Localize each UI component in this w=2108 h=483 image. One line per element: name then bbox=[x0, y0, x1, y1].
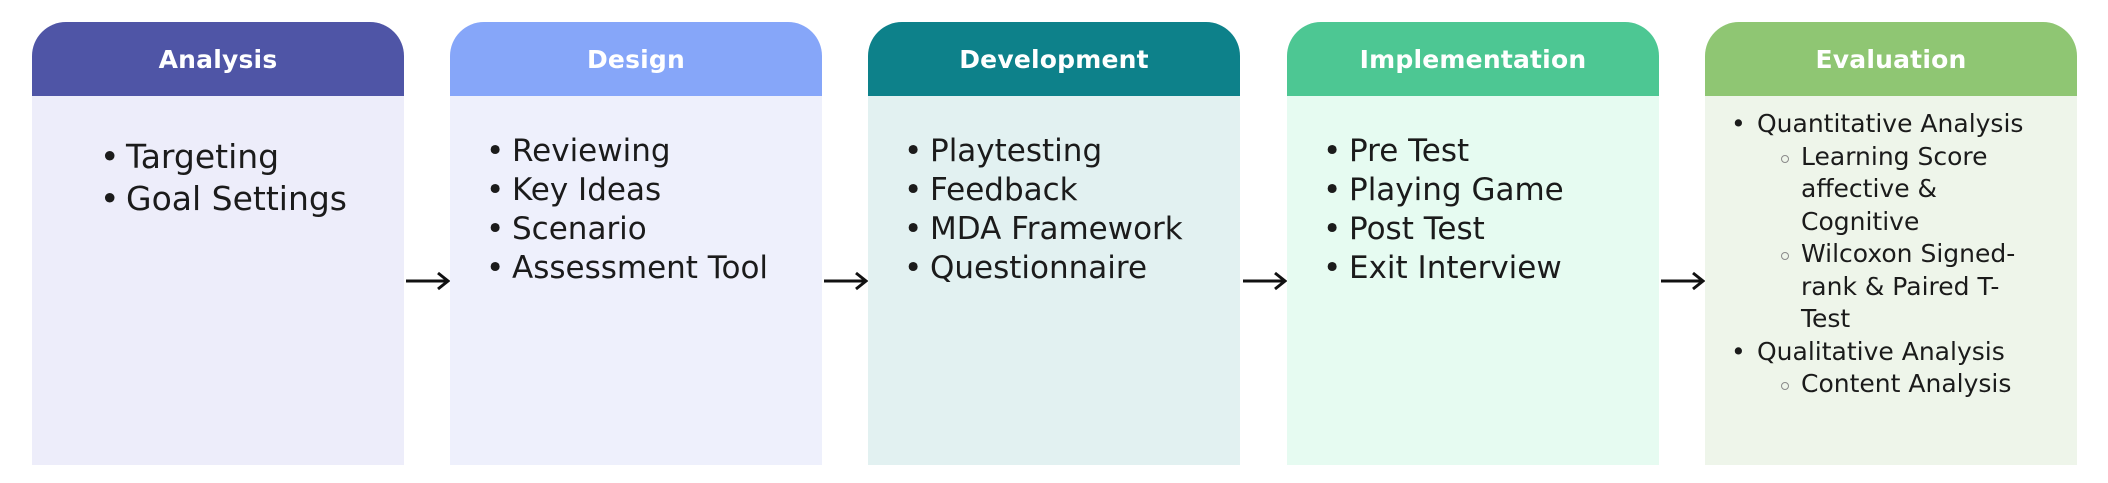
phase-item: Playing Game bbox=[1323, 171, 1659, 210]
phase-card-development: Development Playtesting Feedback MDA Fra… bbox=[868, 22, 1240, 465]
phase-item-label: Goal Settings bbox=[126, 179, 347, 218]
phase-item: Questionnaire bbox=[904, 249, 1240, 288]
phase-header: Development bbox=[868, 22, 1240, 96]
phase-item: Targeting bbox=[100, 136, 404, 178]
phase-item-label: Post Test bbox=[1349, 211, 1485, 247]
phase-item-list: Pre Test Playing Game Post Test Exit Int… bbox=[1287, 96, 1659, 288]
phase-body: Quantitative Analysis Learning Score aff… bbox=[1705, 96, 2077, 465]
phase-title: Development bbox=[959, 44, 1149, 74]
phase-header: Implementation bbox=[1287, 22, 1659, 96]
phase-item: Playtesting bbox=[904, 132, 1240, 171]
phase-item: Assessment Tool bbox=[486, 249, 822, 288]
phase-subitem-label: Wilcoxon Signed-rank & Paired T-Test bbox=[1801, 239, 2016, 333]
phase-item-label: Questionnaire bbox=[930, 250, 1148, 286]
phase-title: Implementation bbox=[1359, 44, 1587, 74]
phase-subitem-list: Content Analysis bbox=[1757, 368, 2051, 401]
phase-item-label: Playtesting bbox=[930, 133, 1103, 169]
phase-item: Key Ideas bbox=[486, 171, 822, 210]
phase-item-label: Exit Interview bbox=[1349, 250, 1562, 286]
phase-item-label: MDA Framework bbox=[930, 211, 1183, 247]
phase-body: Targeting Goal Settings bbox=[32, 96, 404, 465]
phase-item-label: Pre Test bbox=[1349, 133, 1470, 169]
phase-item-label: Quantitative Analysis bbox=[1757, 109, 2024, 138]
phase-title: Analysis bbox=[158, 44, 278, 74]
phase-item: Exit Interview bbox=[1323, 249, 1659, 288]
phase-subitem-label: Content Analysis bbox=[1801, 369, 2012, 398]
phase-item-list: Quantitative Analysis Learning Score aff… bbox=[1705, 96, 2077, 401]
phase-subitem: Content Analysis bbox=[1781, 368, 2051, 401]
phase-title: Design bbox=[586, 44, 686, 74]
phase-item-label: Key Ideas bbox=[512, 172, 662, 208]
phase-card-implementation: Implementation Pre Test Playing Game Pos… bbox=[1287, 22, 1659, 465]
phase-item: Qualitative Analysis Content Analysis bbox=[1731, 336, 2077, 401]
phase-body: Reviewing Key Ideas Scenario Assessment … bbox=[450, 96, 822, 465]
phase-subitem-list: Learning Score affective & Cognitive Wil… bbox=[1757, 141, 2031, 336]
phase-subitem-label: Learning Score affective & Cognitive bbox=[1801, 141, 1988, 236]
phase-item: Pre Test bbox=[1323, 132, 1659, 171]
phase-body: Pre Test Playing Game Post Test Exit Int… bbox=[1287, 96, 1659, 465]
phase-item-list: Reviewing Key Ideas Scenario Assessment … bbox=[450, 96, 822, 288]
phase-header: Design bbox=[450, 22, 822, 96]
phase-item-label: Qualitative Analysis bbox=[1757, 336, 2005, 366]
phase-item-label: Assessment Tool bbox=[512, 250, 769, 286]
phase-item: Scenario bbox=[486, 210, 822, 249]
phase-item: Goal Settings bbox=[100, 178, 404, 220]
phase-title: Evaluation bbox=[1815, 44, 1967, 74]
phase-item-label: Feedback bbox=[930, 172, 1078, 208]
phase-card-analysis: Analysis Targeting Goal Settings bbox=[32, 22, 404, 465]
phase-card-design: Design Reviewing Key Ideas Scenario Asse… bbox=[450, 22, 822, 465]
phase-item-label: Reviewing bbox=[512, 133, 671, 169]
phase-header: Analysis bbox=[32, 22, 404, 96]
phase-item-label: Targeting bbox=[126, 137, 280, 176]
phase-item: Post Test bbox=[1323, 210, 1659, 249]
phase-header: Evaluation bbox=[1705, 22, 2077, 96]
phase-item-label: Playing Game bbox=[1349, 172, 1564, 208]
phase-card-evaluation: Evaluation Quantitative Analysis Learnin… bbox=[1705, 22, 2077, 465]
phase-item: MDA Framework bbox=[904, 210, 1240, 249]
arrow-right-icon bbox=[1661, 271, 1706, 291]
arrow-right-icon bbox=[406, 271, 451, 291]
phase-subitem: Wilcoxon Signed-rank & Paired T-Test bbox=[1781, 238, 2031, 336]
phase-item: Quantitative Analysis Learning Score aff… bbox=[1731, 108, 2077, 336]
phase-item: Reviewing bbox=[486, 132, 822, 171]
phase-item-list: Targeting Goal Settings bbox=[32, 96, 404, 220]
phase-item-list: Playtesting Feedback MDA Framework Quest… bbox=[868, 96, 1240, 288]
phase-subitem: Learning Score affective & Cognitive bbox=[1781, 141, 2031, 239]
phase-item-label: Scenario bbox=[512, 211, 647, 247]
phase-item: Feedback bbox=[904, 171, 1240, 210]
arrow-right-icon bbox=[824, 271, 869, 291]
phase-body: Playtesting Feedback MDA Framework Quest… bbox=[868, 96, 1240, 465]
arrow-right-icon bbox=[1243, 271, 1288, 291]
